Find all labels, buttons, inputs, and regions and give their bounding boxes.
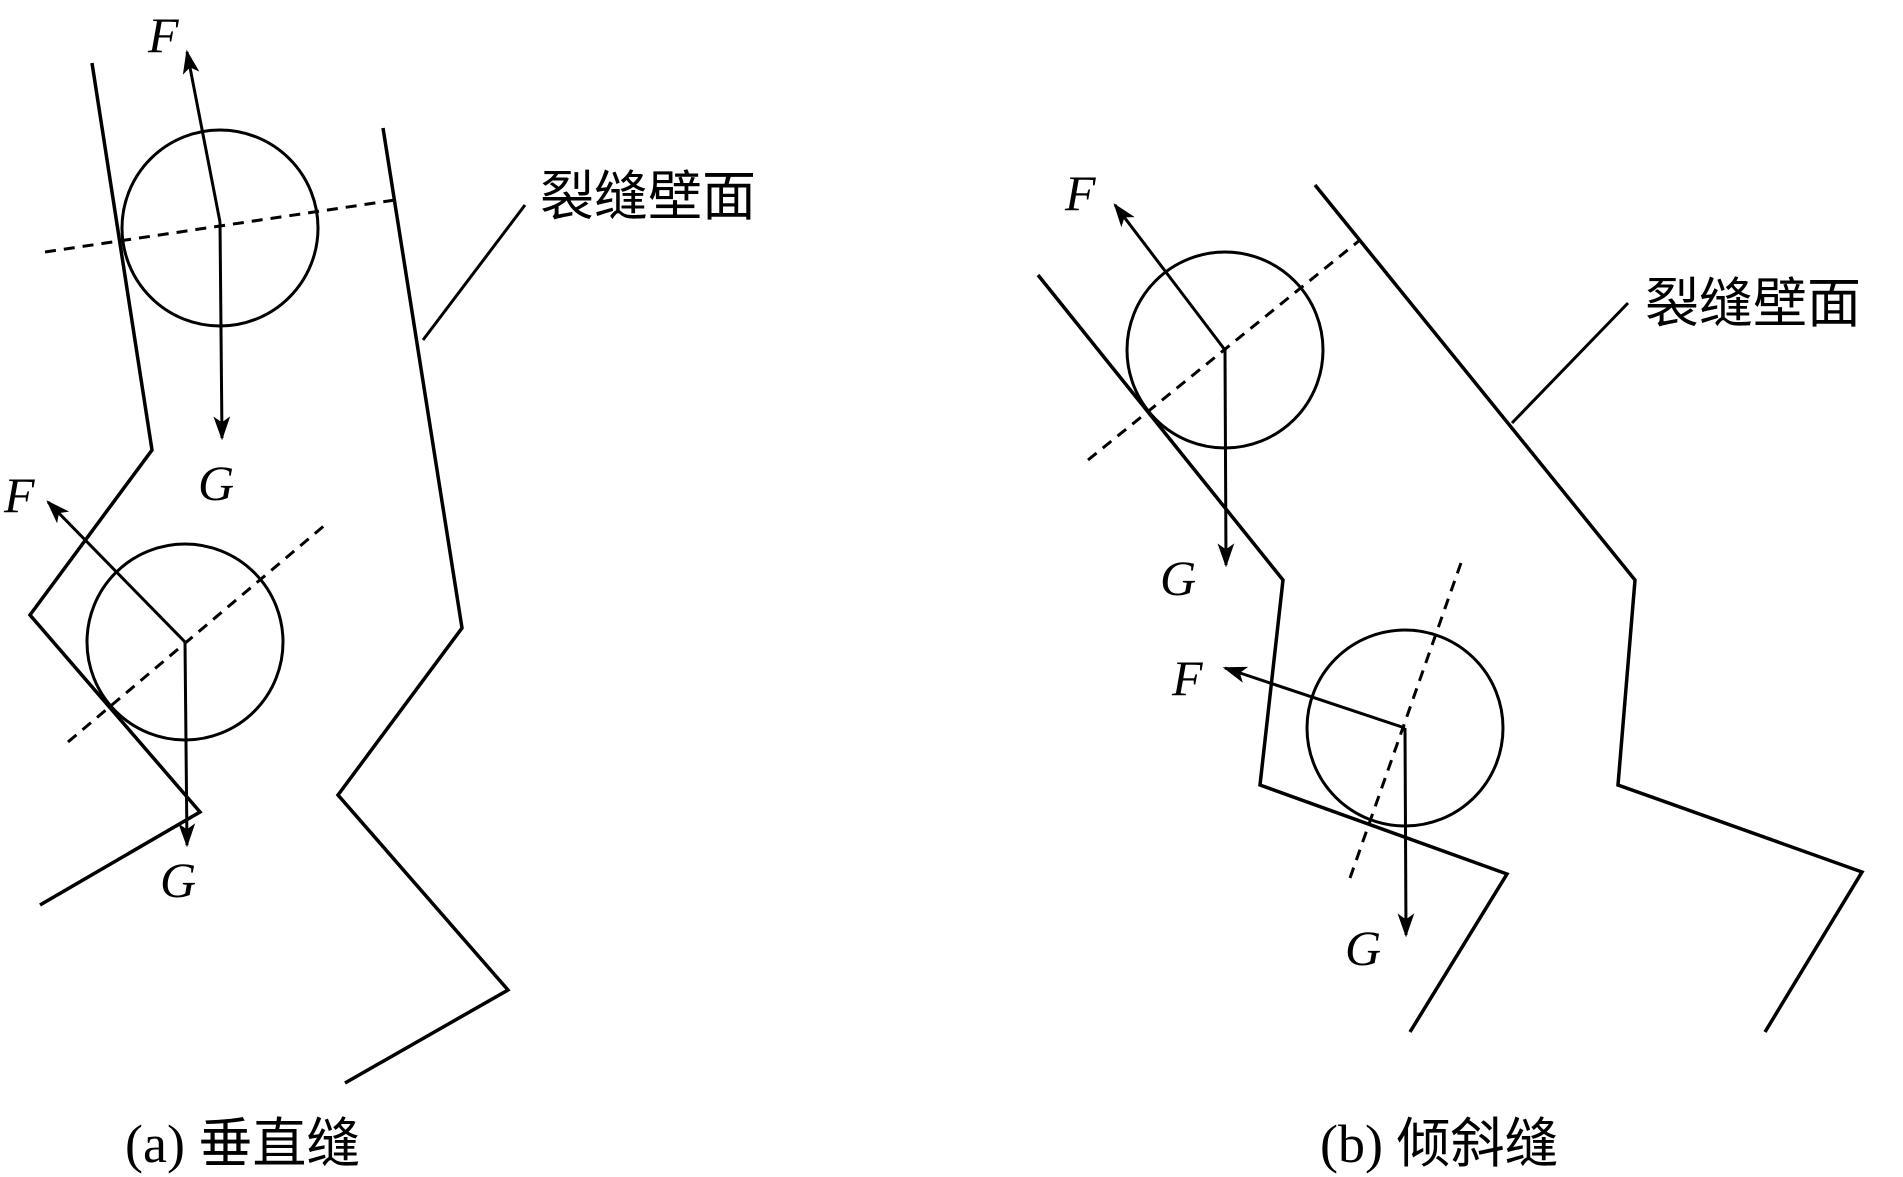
force-label: F — [1171, 650, 1203, 706]
force-vector — [1113, 203, 1227, 351]
panel-a-wall-label: 裂缝壁面 — [540, 165, 756, 228]
gravity-label: G — [198, 455, 234, 511]
panel-a-left-wall — [27, 62, 203, 907]
panel-a-right-wall — [335, 127, 511, 1085]
gravity-vector — [1217, 349, 1235, 568]
force-label: F — [3, 467, 35, 523]
panel-b-wall-label: 裂缝壁面 — [1645, 272, 1861, 335]
panel-a-caption: (a) 垂直缝 — [125, 1114, 360, 1174]
panel-b-particle-lower: F G — [1171, 559, 1505, 976]
panel-a: 裂缝壁面 F G F G (a) 垂直缝 — [3, 7, 756, 1174]
panel-a-wall-leader — [421, 204, 527, 341]
gravity-vector — [213, 221, 231, 441]
gravity-label: G — [160, 852, 196, 908]
gravity-label: G — [1160, 550, 1196, 606]
force-label: F — [147, 7, 179, 63]
force-vector — [1222, 666, 1406, 730]
panel-b: 裂缝壁面 F G F G (b) 倾斜缝 — [1036, 165, 1865, 1174]
gravity-vector — [178, 641, 196, 848]
panel-a-particle-lower: F G — [3, 467, 326, 908]
panel-b-particle-upper: F G — [1064, 165, 1361, 606]
gravity-vector — [1397, 727, 1415, 938]
panel-b-wall-leader — [1510, 301, 1630, 425]
force-label: F — [1064, 165, 1096, 221]
panel-a-particle-upper: F G — [44, 7, 396, 511]
gravity-label: G — [1345, 920, 1381, 976]
force-vector — [46, 500, 187, 644]
panel-b-right-wall — [1313, 183, 1865, 1033]
panel-b-left-wall — [1036, 273, 1510, 1033]
force-vector — [182, 49, 222, 223]
contact-normal-line — [67, 523, 326, 744]
panel-b-caption: (b) 倾斜缝 — [1320, 1114, 1558, 1174]
